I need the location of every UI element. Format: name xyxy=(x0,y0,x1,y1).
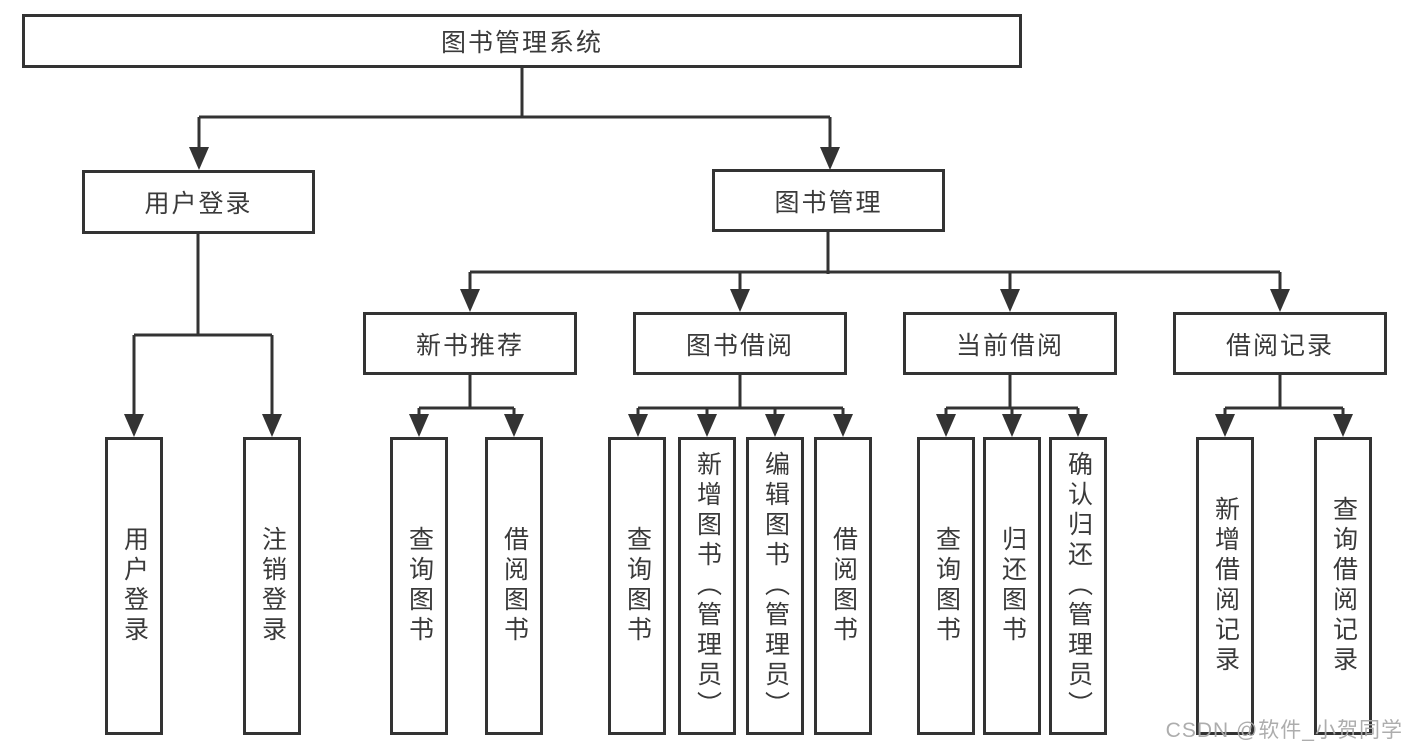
arrowhead xyxy=(1002,414,1022,437)
node-current-borrow: 当前借阅 xyxy=(903,312,1117,375)
arrowhead xyxy=(189,147,209,170)
arrowhead xyxy=(697,414,717,437)
leaf-confirm-return-admin: 确认归还（管理员） xyxy=(1049,437,1107,735)
node-user-login: 用户登录 xyxy=(82,170,315,234)
arrowhead xyxy=(460,289,480,312)
node-label: 当前借阅 xyxy=(955,331,1064,360)
arrowhead xyxy=(833,414,853,437)
arrowhead xyxy=(936,414,956,437)
leaf-edit-book-admin: 编辑图书（管理员） xyxy=(746,437,804,735)
node-label: 图书管理系统 xyxy=(440,29,603,57)
watermark: CSDN @软件_小贺同学 xyxy=(1165,719,1403,742)
leaf-query-book: 查询图书 xyxy=(608,437,666,735)
leaf-query-book: 查询图书 xyxy=(917,437,975,735)
connector-path xyxy=(132,68,1345,419)
node-label: 查询图书 xyxy=(623,526,652,646)
node-label: 借阅记录 xyxy=(1225,331,1334,360)
leaf-query-book: 查询图书 xyxy=(390,437,448,735)
arrowhead xyxy=(765,414,785,437)
node-label: 注销登录 xyxy=(258,526,287,646)
arrowhead xyxy=(1270,289,1290,312)
node-label: 确认归还（管理员） xyxy=(1064,451,1093,721)
arrowhead xyxy=(1000,289,1020,312)
leaf-return-book: 归还图书 xyxy=(983,437,1041,735)
arrowhead xyxy=(1215,414,1235,437)
node-label: 图书借阅 xyxy=(685,331,794,360)
node-label: 查询图书 xyxy=(405,526,434,646)
arrowhead xyxy=(1068,414,1088,437)
arrowhead xyxy=(730,289,750,312)
arrowhead xyxy=(820,147,840,170)
node-label: 归还图书 xyxy=(998,526,1027,646)
arrowhead xyxy=(1333,414,1353,437)
node-label: 查询图书 xyxy=(932,526,961,646)
node-label: 新增借阅记录 xyxy=(1211,496,1240,676)
node-label: 用户登录 xyxy=(144,190,253,218)
arrowhead xyxy=(124,414,144,437)
node-label: 新增图书（管理员） xyxy=(693,451,722,721)
leaf-query-borrow-record: 查询借阅记录 xyxy=(1314,437,1372,735)
leaf-borrow-book: 借阅图书 xyxy=(485,437,543,735)
arrowhead xyxy=(504,414,524,437)
node-book-management: 图书管理 xyxy=(712,169,945,232)
arrowhead xyxy=(628,414,648,437)
node-label: 查询借阅记录 xyxy=(1329,496,1358,676)
leaf-add-book-admin: 新增图书（管理员） xyxy=(678,437,736,735)
node-label: 图书管理 xyxy=(774,188,883,217)
node-book-borrow: 图书借阅 xyxy=(633,312,847,375)
node-borrow-record: 借阅记录 xyxy=(1173,312,1387,375)
node-label: 编辑图书（管理员） xyxy=(761,451,790,721)
leaf-user-login: 用户登录 xyxy=(105,437,163,735)
node-new-book-recommend: 新书推荐 xyxy=(363,312,577,375)
leaf-borrow-book: 借阅图书 xyxy=(814,437,872,735)
arrowhead xyxy=(262,414,282,437)
leaf-logout: 注销登录 xyxy=(243,437,301,735)
node-label: 借阅图书 xyxy=(829,526,858,646)
node-label: 借阅图书 xyxy=(500,526,529,646)
arrowhead xyxy=(409,414,429,437)
node-label: 用户登录 xyxy=(120,526,149,646)
leaf-add-borrow-record: 新增借阅记录 xyxy=(1196,437,1254,735)
node-root: 图书管理系统 xyxy=(22,14,1022,68)
node-label: 新书推荐 xyxy=(415,331,524,360)
